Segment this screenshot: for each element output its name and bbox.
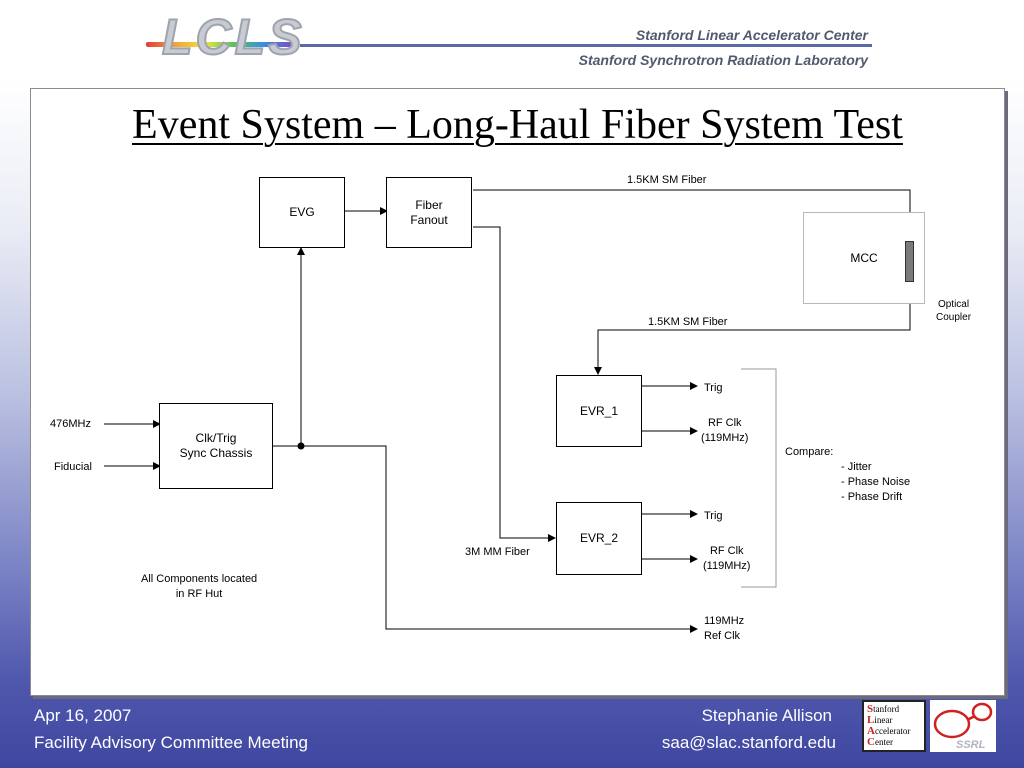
evg-box: EVG [259,177,345,248]
header-bar: LCLS Stanford Linear Accelerator Center … [0,0,1024,80]
compare-bracket [741,368,777,588]
evr1-rfclk-label: RF Clk (119MHz) [701,417,749,444]
mcc-box: MCC [803,212,925,304]
slide-title: Event System – Long-Haul Fiber System Te… [132,102,903,148]
junction-dot [297,442,305,450]
sync-to-refclk-line [272,445,698,633]
connection-lines [104,189,911,633]
lcls-logo: LCLS [140,6,303,68]
slac-logo-line: Accelerator [867,725,911,737]
lcls-logo-text: LCLS [161,8,305,66]
mm-fiber-label: 3M MM Fiber [465,546,530,558]
header-divider [300,44,872,47]
org-name-ssrl: Stanford Synchrotron Radiation Laborator… [578,52,868,68]
input-fiducial-label: Fiducial [54,461,92,473]
components-note: All Components located in RF Hut [141,573,258,600]
compare-items: - Jitter - Phase Noise - Phase Drift [841,461,911,503]
ref-clk-label: 119MHz Ref Clk [704,615,745,642]
input-476-label: 476MHz [50,418,91,430]
fanout-to-evr2-fiber [473,226,556,542]
evr2-trig-label: Trig [704,510,723,522]
evr1-box: EVR_1 [556,375,642,447]
evr2-box: EVR_2 [556,502,642,575]
clk-trig-sync-chassis-box: Clk/Trig Sync Chassis [159,403,273,489]
optical-coupler [905,241,914,282]
mcc-to-evr1-fiber [594,280,911,375]
evr1-trig-label: Trig [704,382,723,394]
slac-logo-line: Linear [867,714,893,726]
org-name-slac: Stanford Linear Accelerator Center [635,27,868,43]
footer-email: saa@slac.stanford.edu [661,733,836,752]
fiber-mid-label: 1.5KM SM Fiber [648,316,728,328]
footer-presenter: Stephanie Allison [701,706,832,725]
slac-logo-line: Stanford [867,703,900,715]
slac-logo: Stanford Linear Accelerator Center [862,700,926,752]
slac-logo-line: Center [867,736,893,748]
ssrl-logo: SSRL [930,700,996,752]
footer-date: Apr 16, 2007 [34,706,132,725]
optical-coupler-label: Optical Coupler [936,299,972,323]
svg-text:SSRL: SSRL [956,739,986,751]
slide-panel: Event System – Long-Haul Fiber System Te… [30,88,1005,696]
fiber-top-label: 1.5KM SM Fiber [627,174,707,186]
fiber-fanout-box: Fiber Fanout [386,177,472,248]
logo-color-stripe [146,42,292,47]
footer-meeting: Facility Advisory Committee Meeting [34,733,308,752]
compare-title: Compare: [785,446,834,458]
evr2-rfclk-label: RF Clk (119MHz) [703,545,751,572]
